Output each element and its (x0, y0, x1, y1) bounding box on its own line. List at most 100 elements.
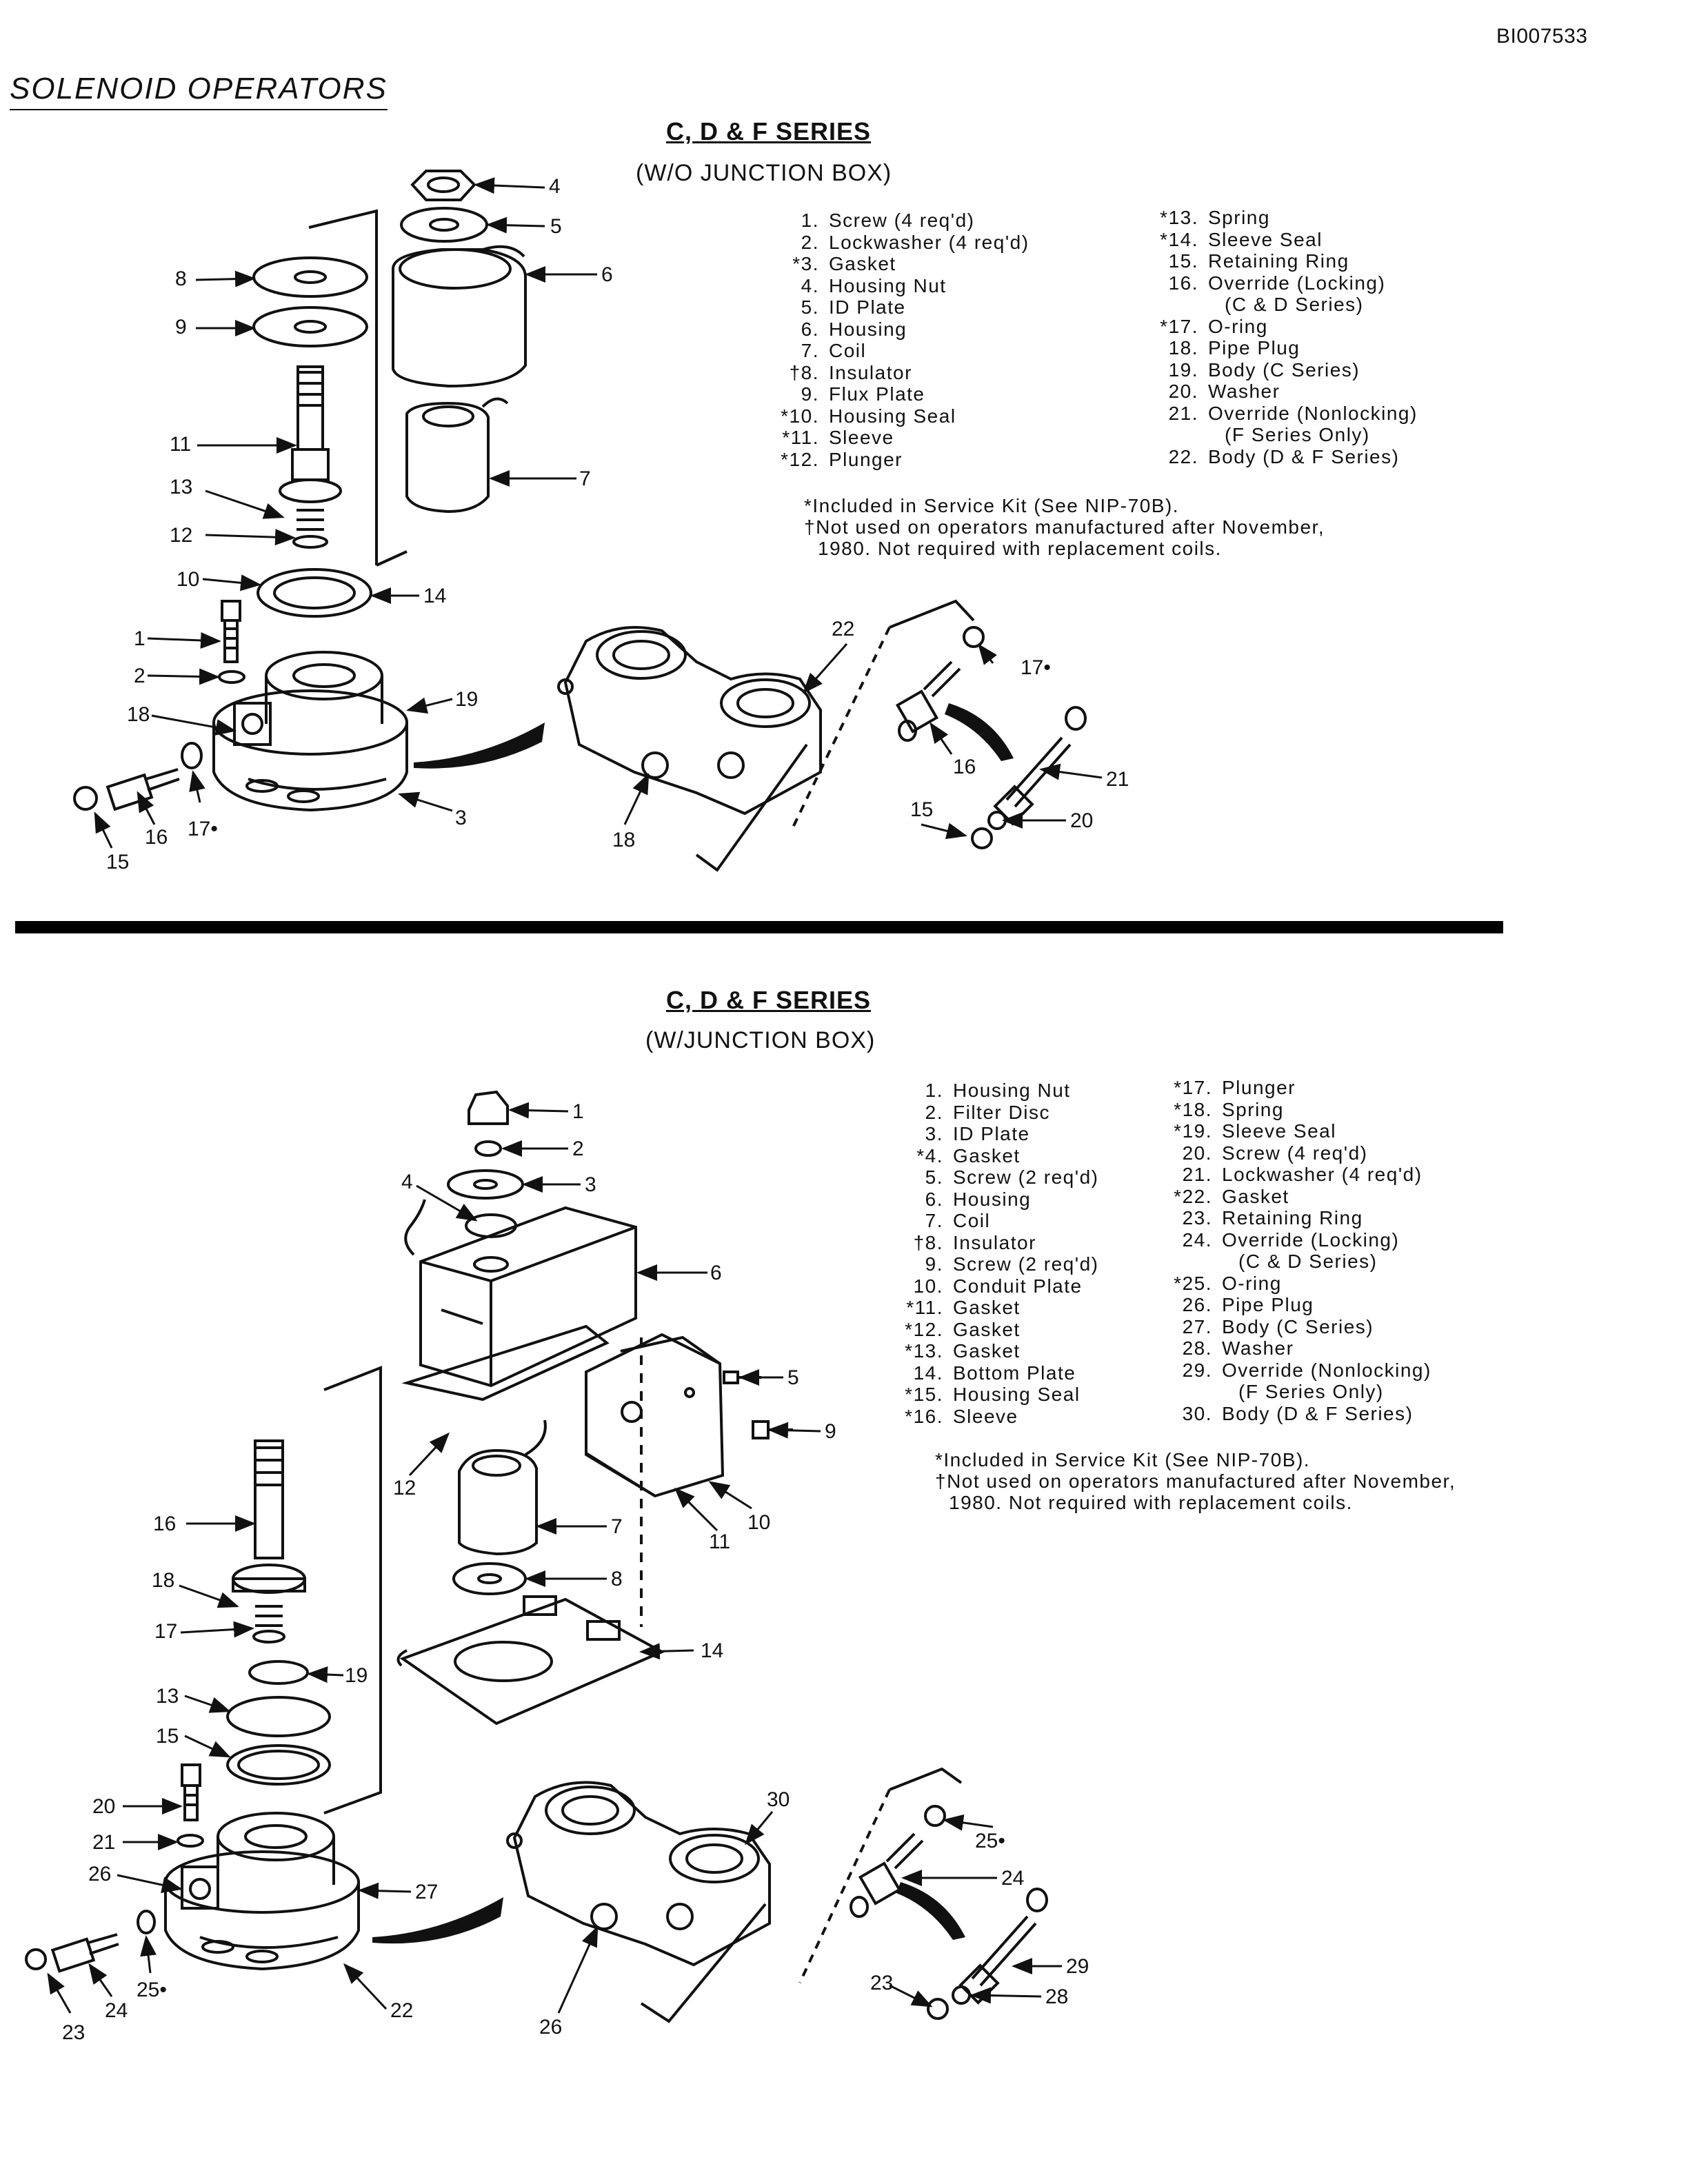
part-name: Insulator (953, 1231, 1036, 1253)
callout-number: 21 (1106, 768, 1129, 791)
part-name: Override (Locking) (1208, 272, 1386, 294)
section-divider (15, 921, 1503, 933)
part-name: Bottom Plate (953, 1362, 1076, 1384)
part-list-row: 30.Body (D & F Series) (1172, 1403, 1431, 1425)
part-number: 2. (801, 231, 819, 253)
insulator-note-cont: 1980. Not required with replacement coil… (818, 538, 1222, 559)
part-name: ID Plate (953, 1123, 1030, 1144)
part-number: *12. (905, 1318, 943, 1340)
part-number: 14. (913, 1362, 943, 1384)
part-number: 1. (925, 1080, 943, 1101)
part-name: Sleeve Seal (1208, 228, 1323, 250)
part-name: (F Series Only) (1225, 424, 1370, 445)
insulator-note: †Not used on operators manufactured afte… (935, 1470, 1456, 1492)
part-number: 5. (925, 1166, 943, 1188)
part-number: 6. (801, 318, 819, 340)
callout-number: 9 (825, 1420, 836, 1443)
part-number: *13. (905, 1340, 943, 1362)
callout-number: 16 (145, 826, 168, 849)
section-2-subtitle: (W/JUNCTION BOX) (645, 1027, 876, 1053)
callout-number: 18 (127, 703, 150, 726)
part-list-row: 1. Housing Nut (903, 1080, 1098, 1102)
part-name: Gasket (953, 1318, 1021, 1340)
callout-number: 7 (579, 467, 591, 490)
part-list-row: †8.Insulator (779, 362, 1029, 384)
part-name: Filter Disc (953, 1101, 1050, 1123)
callout-number: 21 (92, 1831, 115, 1854)
part-name: Plunger (1222, 1077, 1296, 1098)
part-name: Coil (829, 340, 867, 361)
part-list-row: 22.Body (D & F Series) (1158, 446, 1418, 468)
top-exploded-view (73, 170, 1087, 872)
part-number: 23. (1182, 1207, 1212, 1228)
part-name: Lockwasher (4 req'd) (1222, 1164, 1423, 1185)
assembly-arrow (896, 1882, 965, 1940)
part-number: *13. (1160, 207, 1198, 228)
o-ring-25-right-part (924, 1805, 946, 1827)
part-name: Housing Nut (953, 1080, 1071, 1101)
part-list-row: 15.Retaining Ring (1158, 250, 1418, 272)
section-1-parts-list-left: 1.Screw (4 req'd)2.Lockwasher (4 req'd)*… (779, 210, 1029, 470)
callout-number: 25• (137, 1979, 167, 2001)
part-list-row: *11.Gasket (903, 1297, 1098, 1319)
part-list-row: (F Series Only) (1172, 1381, 1431, 1403)
part-number: *17. (1174, 1077, 1212, 1098)
callout-number: 10 (177, 568, 199, 591)
part-name: Screw (4 req'd) (1222, 1142, 1368, 1164)
part-list-row: 4.Housing Nut (779, 275, 1029, 297)
flux-plate-part (252, 306, 368, 347)
part-list-row: 27.Body (C Series) (1172, 1316, 1431, 1338)
part-name: Housing Seal (829, 405, 956, 427)
part-number: *15. (905, 1384, 943, 1405)
part-name: ID Plate (829, 296, 906, 318)
sleeve-seal-part (248, 1660, 309, 1685)
o-ring-25-right-b-part (1026, 1888, 1048, 1912)
body-d-f-series-part (506, 1781, 771, 1967)
part-name: Pipe Plug (1222, 1294, 1314, 1315)
part-name: Gasket (953, 1144, 1021, 1166)
insulator-note-cont: 1980. Not required with replacement coil… (949, 1492, 1353, 1513)
part-list-row: 6.Housing (779, 318, 1029, 341)
o-ring-25-part (137, 1910, 156, 1934)
part-list-row: *18.Spring (1172, 1099, 1431, 1121)
part-list-row: (C & D Series) (1172, 1251, 1431, 1273)
part-list-row: 21.Override (Nonlocking) (1158, 403, 1418, 425)
part-number: 24. (1182, 1228, 1212, 1251)
callout-number: 14 (423, 585, 446, 607)
part-name: Coil (953, 1210, 991, 1231)
housing-junction-box-part (419, 1206, 637, 1388)
callout-number: 23 (870, 1972, 893, 1994)
part-number: *11. (782, 427, 819, 448)
part-list-row: 24.Override (Locking) (1172, 1229, 1431, 1251)
part-name: Screw (2 req'd) (953, 1166, 1099, 1188)
housing-nut-part (468, 1090, 509, 1125)
document-id: BI007533 (1496, 25, 1588, 48)
callout-number: 26 (88, 1863, 111, 1885)
part-list-row: (F Series Only) (1158, 424, 1418, 446)
callout-number: 18 (612, 829, 635, 851)
section-1-notes: *Included in Service Kit (See NIP-70B). … (804, 495, 1325, 559)
part-number: 26. (1182, 1294, 1212, 1315)
part-number: 6. (925, 1188, 943, 1210)
part-list-row: 7.Coil (779, 340, 1029, 362)
callout-number: 22 (390, 1999, 413, 2022)
callout-number: 26 (539, 2016, 562, 2039)
conduit-plate-part (585, 1333, 725, 1498)
part-number: *14. (1160, 228, 1198, 250)
part-number: 3. (925, 1123, 943, 1144)
override-nonlocking-part (952, 1915, 1037, 2005)
page-title: SOLENOID OPERATORS (10, 72, 388, 110)
part-name: Body (C Series) (1208, 358, 1360, 381)
part-number: *19. (1174, 1120, 1212, 1142)
callout-number: 10 (747, 1511, 770, 1534)
part-name: Washer (1222, 1337, 1294, 1359)
part-name: Retaining Ring (1222, 1207, 1363, 1228)
bottom-exploded-view (25, 1090, 1048, 2023)
callout-number: 19 (455, 688, 478, 711)
part-number: *4. (916, 1144, 943, 1166)
part-list-row: *13.Gasket (903, 1340, 1098, 1362)
part-number: 9. (801, 383, 819, 405)
